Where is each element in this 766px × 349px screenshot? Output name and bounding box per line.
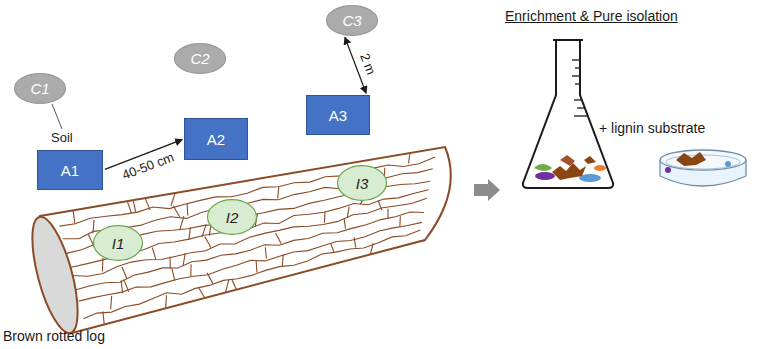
flask <box>523 40 613 188</box>
petri-dish <box>660 150 746 186</box>
text-label: Enrichment & Pure isolation <box>505 8 678 24</box>
isolate-ellipse: I3 <box>337 165 387 201</box>
log-cracks <box>60 153 436 325</box>
sample-ellipse: C2 <box>174 43 226 74</box>
text-label: Soil <box>51 130 73 145</box>
sample-ellipse: C1 <box>14 73 66 104</box>
node-label: I1 <box>112 235 125 252</box>
sample-ellipse: C3 <box>326 5 378 36</box>
node-label: C1 <box>30 80 49 97</box>
leader-line <box>52 104 62 129</box>
log-end <box>23 213 87 338</box>
sample-box: A3 <box>306 95 370 135</box>
text-label: + lignin substrate <box>597 120 707 136</box>
node-label: C2 <box>190 50 209 67</box>
edge-label: 40-50 cm <box>120 149 176 182</box>
node-label: C3 <box>342 12 361 29</box>
sample-box: A2 <box>184 118 248 160</box>
node-label: I3 <box>356 175 369 192</box>
process-arrow <box>474 179 500 201</box>
node-label: I2 <box>226 209 239 226</box>
text-label: Brown rotted log <box>3 328 105 344</box>
node-label: A2 <box>207 131 225 148</box>
flask-graduations <box>572 60 588 116</box>
node-label: A3 <box>329 107 347 124</box>
flask-contents <box>534 155 606 182</box>
flask-rim <box>553 39 583 41</box>
isolate-ellipse: I2 <box>207 199 257 235</box>
edge-label: 2 m <box>357 51 379 77</box>
node-label: A1 <box>61 162 79 179</box>
isolate-ellipse: I1 <box>93 225 143 261</box>
sample-box: A1 <box>37 150 103 190</box>
